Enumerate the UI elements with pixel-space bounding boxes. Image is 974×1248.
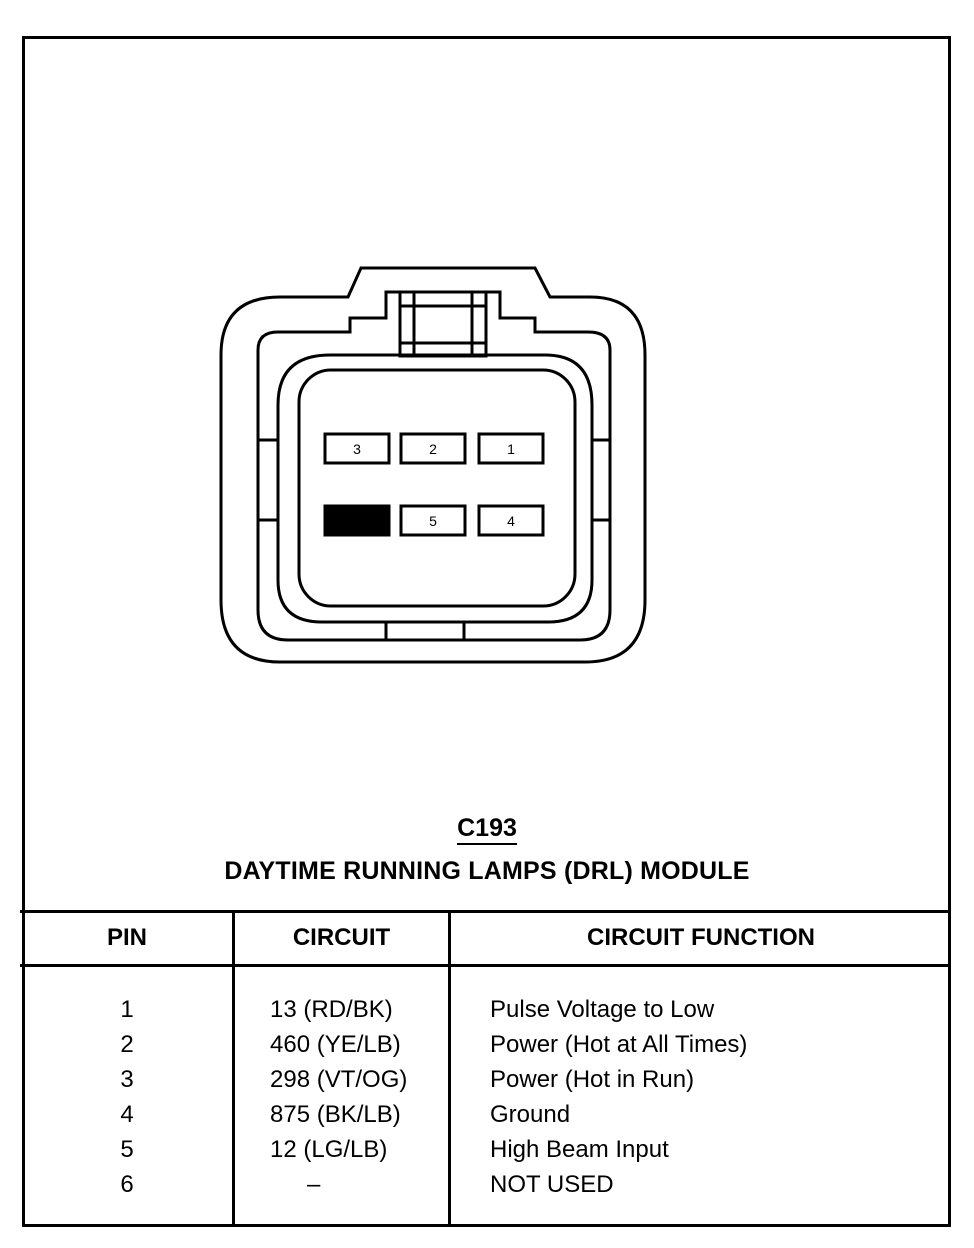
locking-tab (398, 290, 488, 358)
circuit-value: 460 (YE/LB) (270, 1031, 401, 1058)
pin-cavity-3 (323, 432, 391, 465)
circuit-value: 298 (VT/OG) (270, 1066, 408, 1093)
table-header-rule (20, 964, 951, 967)
function-column: Pulse Voltage to Low Power (Hot at All T… (490, 992, 945, 1202)
table-divider-1 (232, 910, 235, 1227)
connector-cavity-face (297, 368, 577, 608)
function-value: High Beam Input (490, 1136, 669, 1163)
connector-inner-shell (276, 353, 594, 624)
pin-cavity-2 (399, 432, 467, 465)
header-pin: PIN (106, 924, 147, 951)
connector-seal-outline (256, 290, 612, 642)
connector-outer-housing (219, 266, 647, 664)
header-circuit-function: CIRCUIT FUNCTION (587, 924, 815, 951)
circuit-value: 12 (LG/LB) (270, 1136, 388, 1163)
function-value: NOT USED (490, 1171, 614, 1198)
function-value: Ground (490, 1101, 571, 1128)
circuit-value: 875 (BK/LB) (270, 1101, 401, 1128)
circuit-value: – (307, 1171, 321, 1198)
pin-value: 5 (120, 1136, 134, 1163)
pin-column: 1 2 3 4 5 6 (22, 992, 232, 1202)
function-value: Power (Hot at All Times) (490, 1031, 748, 1058)
cavity-label-2: 2 (429, 441, 437, 457)
header-circuit: CIRCUIT (292, 924, 391, 951)
pin-cavity-6-plugged (323, 504, 391, 537)
connector-face-drawing: 3 2 1 5 4 (219, 266, 647, 664)
function-value: Pulse Voltage to Low (490, 996, 715, 1023)
pin-value: 3 (120, 1066, 134, 1093)
pin-cavity-1 (477, 432, 545, 465)
pin-value: 6 (120, 1171, 134, 1198)
pin-value: 2 (120, 1031, 134, 1058)
connector-name-title: DAYTIME RUNNING LAMPS (DRL) MODULE (224, 857, 750, 885)
pin-value: 4 (120, 1101, 134, 1128)
diagram-frame (22, 36, 951, 1227)
connector-id-title: C193 (0, 814, 974, 845)
table-top-rule (20, 910, 951, 913)
circuit-column: 13 (RD/BK) 460 (YE/LB) 298 (VT/OG) 875 (… (270, 992, 448, 1202)
table-divider-2 (448, 910, 451, 1227)
cavity-label-1: 1 (507, 441, 515, 457)
pin-cavity-4 (477, 504, 545, 537)
function-value: Power (Hot in Run) (490, 1066, 695, 1093)
cavity-label-5: 5 (429, 513, 437, 529)
cavity-label-3: 3 (353, 441, 361, 457)
pin-value: 1 (120, 996, 134, 1023)
cavity-label-4: 4 (507, 513, 515, 529)
circuit-value: 13 (RD/BK) (270, 996, 393, 1023)
pin-cavity-5 (399, 504, 467, 537)
